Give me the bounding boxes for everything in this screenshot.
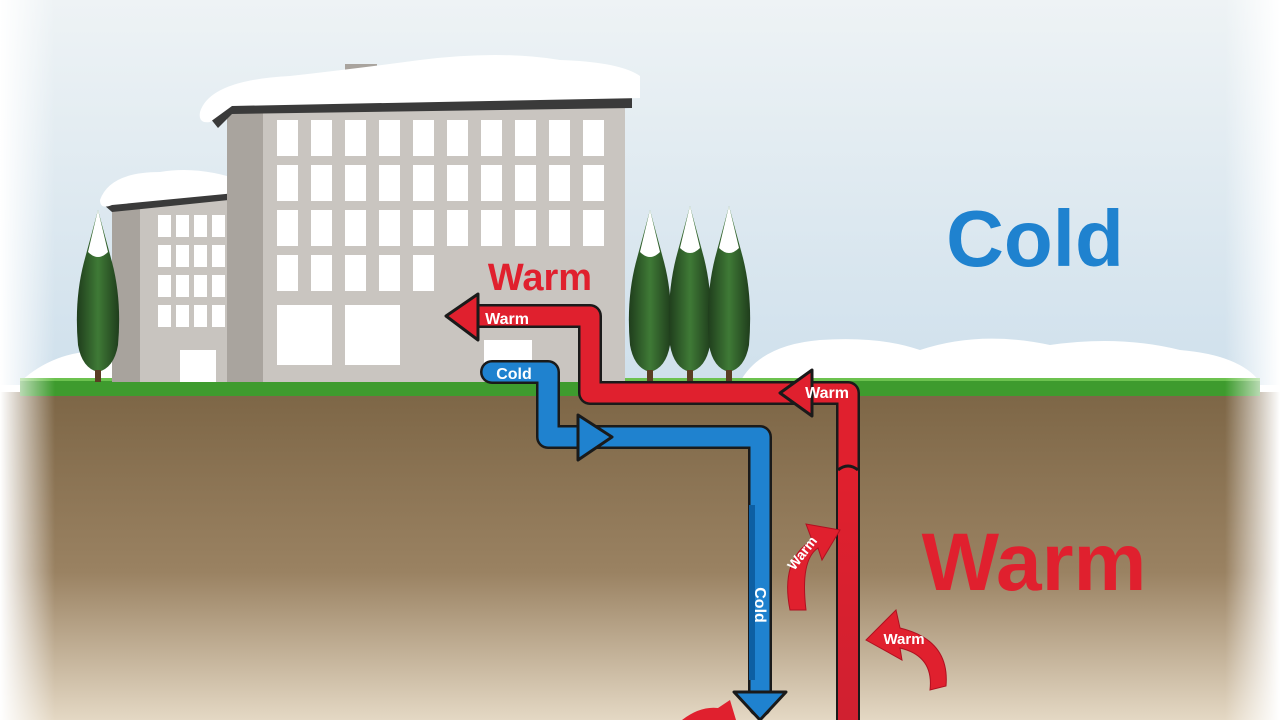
cold-supply-pipe-label: Cold <box>496 366 532 383</box>
cold-large-label: Cold <box>946 194 1124 283</box>
building-small <box>100 169 248 382</box>
warm-ground-arrow-2-label: Warm <box>883 631 924 648</box>
warm-riser-arrow-label: Warm <box>805 385 849 402</box>
warm-title-label: Warm <box>488 257 592 299</box>
warm-arrow-icon <box>865 609 947 691</box>
snow-bank-right <box>740 338 1260 382</box>
cold-pipe <box>480 360 788 720</box>
tree-icon <box>707 206 751 382</box>
warm-pipe <box>444 292 860 720</box>
tree-icon <box>76 210 120 382</box>
warm-return-arrow-label: Warm <box>485 311 529 328</box>
tree-icon <box>628 210 672 382</box>
warm-arrow-icon <box>787 523 841 611</box>
cold-vertical-pipe-label: Cold <box>751 587 768 623</box>
building-large <box>199 55 640 382</box>
warm-large-label: Warm <box>922 517 1147 608</box>
tree-icon <box>668 206 712 382</box>
warm-arrow-icon <box>682 700 736 720</box>
